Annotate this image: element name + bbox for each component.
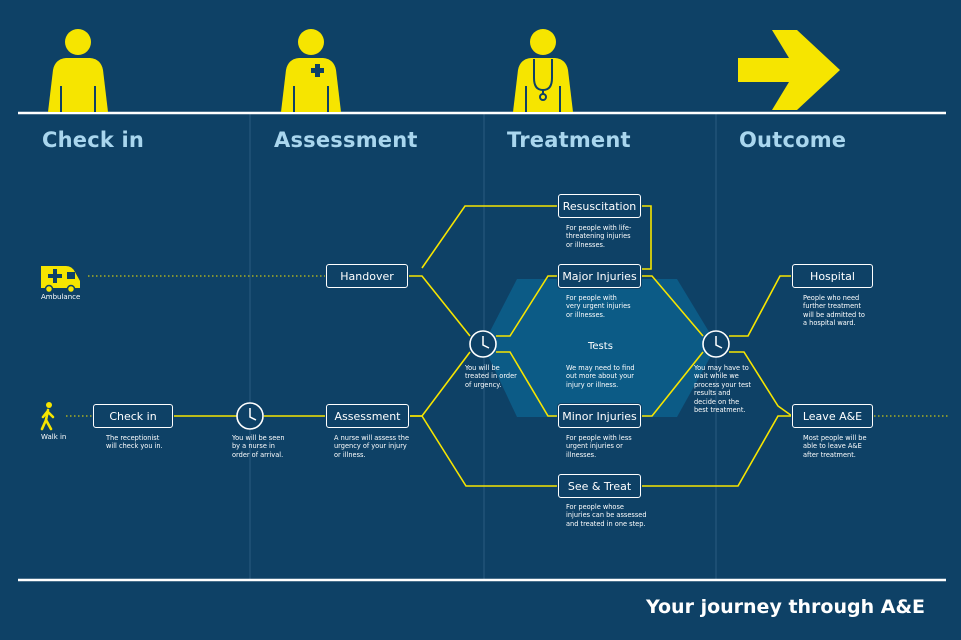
see-treat-box: See & Treat — [558, 474, 641, 498]
doctor-icon — [513, 29, 573, 112]
tests-description: We may need to find out more about your … — [566, 364, 635, 389]
handover-box: Handover — [326, 264, 408, 288]
resuscitation-description: For people with life-threatening injurie… — [566, 224, 632, 249]
hospital-box: Hospital — [792, 264, 873, 288]
leave-ae-box: Leave A&E — [792, 404, 873, 428]
major-injuries-description: For people with very urgent injuries or … — [566, 294, 631, 319]
arrow-right-icon — [738, 30, 840, 110]
hospital-description: People who need further treatment will b… — [803, 294, 865, 328]
minor-injuries-description: For people with less urgent injuries or … — [566, 434, 632, 459]
resuscitation-box: Resuscitation — [558, 194, 641, 218]
walk-in-label: Walk in — [41, 433, 67, 441]
leave-ae-description: Most people will be able to leave A&E af… — [803, 434, 867, 459]
see-treat-description: For people whose injuries can be assesse… — [566, 503, 647, 528]
ambulance-icon — [41, 266, 80, 294]
clock-icon — [469, 330, 497, 358]
clock2-description: You will be treated in order of urgency. — [465, 364, 517, 389]
major-injuries-box: Major Injuries — [558, 264, 641, 288]
person-icon — [48, 29, 108, 112]
tests-area — [483, 279, 717, 417]
minor-injuries-box: Minor Injuries — [558, 404, 641, 428]
column-title-assessment: Assessment — [274, 128, 418, 152]
ambulance-label: Ambulance — [41, 293, 81, 301]
clock-icon — [702, 330, 730, 358]
assessment-description: A nurse will assess the urgency of your … — [334, 434, 410, 459]
check-in-box: Check in — [93, 404, 173, 428]
clock1-description: You will be seen by a nurse in order of … — [232, 434, 285, 459]
tests-title: Tests — [588, 341, 613, 352]
check-in-description: The receptionist will check you in. — [106, 434, 163, 451]
nurse-icon — [281, 29, 341, 112]
column-title-outcome: Outcome — [739, 128, 847, 152]
clock3-description: You may have to wait while we process yo… — [694, 364, 752, 415]
flow-connectors — [173, 205, 793, 487]
column-title-check-in: Check in — [42, 128, 145, 152]
clock-icon — [236, 402, 264, 430]
assessment-box: Assessment — [326, 404, 409, 428]
column-title-treatment: Treatment — [507, 128, 631, 152]
footer-title: Your journey through A&E — [645, 596, 925, 618]
walking-person-icon — [40, 402, 55, 431]
